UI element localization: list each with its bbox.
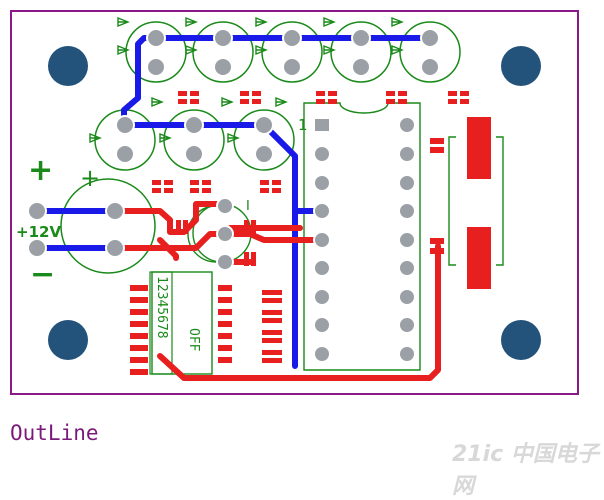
capacitor-outline	[60, 178, 156, 274]
board-outline	[10, 10, 579, 395]
diode-symbols	[89, 16, 404, 144]
mount-hole-bottom-right[interactable]	[501, 320, 541, 360]
pcb-layout-canvas: + + +12V − 1 I 12345678 OFF	[10, 10, 579, 395]
layer-caption: OutLine	[10, 421, 99, 445]
power-pads[interactable]	[27, 201, 125, 258]
dip-switch-pads[interactable]	[130, 285, 232, 375]
right-connector-pads[interactable]	[467, 117, 491, 289]
plus-symbol: +	[28, 153, 53, 188]
right-connector-outline	[448, 136, 504, 266]
smd-resistors[interactable]	[152, 91, 469, 193]
mount-hole-bottom-left[interactable]	[48, 320, 88, 360]
pin1-label: 1	[298, 116, 308, 134]
dip-switch-numbers: 12345678	[154, 276, 169, 339]
small-capacitors[interactable]	[176, 138, 444, 266]
i-label: I	[246, 199, 250, 214]
dip-switch-off-label: OFF	[186, 328, 201, 352]
minus-symbol: −	[30, 257, 55, 292]
watermark-logo: 21ic 中国电子网	[452, 442, 599, 499]
led-pads-middle[interactable]	[115, 115, 274, 164]
led-pads-top[interactable]	[146, 28, 440, 77]
bottom-layer-traces	[34, 35, 433, 369]
resistor-column[interactable]	[262, 290, 282, 363]
transistor-pads[interactable]	[216, 197, 234, 271]
mount-hole-top-right[interactable]	[501, 46, 541, 86]
mount-hole-top-left[interactable]	[48, 46, 88, 86]
ic-pins[interactable]	[313, 116, 416, 363]
plus-small-symbol: +	[80, 164, 100, 192]
voltage-label: +12V	[16, 223, 61, 241]
